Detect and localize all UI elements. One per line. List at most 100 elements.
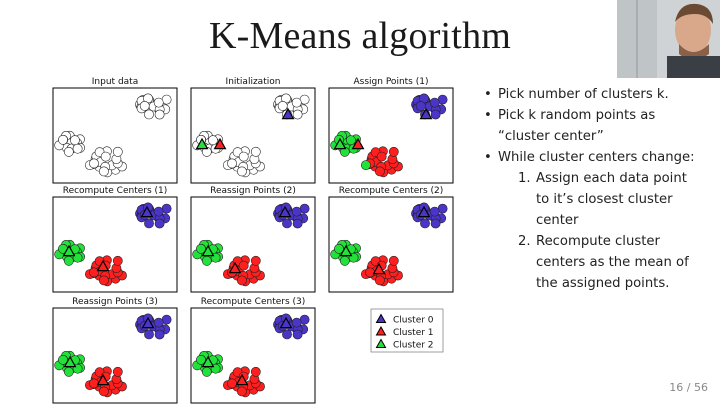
page-number: 16 / 56 [669,381,708,394]
cluster-0-center-marker [281,107,295,120]
bullet-pick-centers: Pick k random points as “cluster center” [484,105,704,147]
scatter-panel [52,87,178,184]
legend-label: Cluster 2 [393,341,434,351]
cluster-2-center-marker [201,244,215,257]
data-point [250,255,261,266]
data-point [144,109,154,120]
data-point [99,275,109,286]
cluster-0-center-marker [417,205,431,218]
data-point [69,135,80,146]
data-point [429,206,440,217]
data-point [154,329,165,340]
cluster-2-center-marker [195,137,209,150]
data-point [334,243,344,254]
presenter-image [617,0,720,78]
sub-step-recompute-text: Recompute cluster centers as the mean of… [536,234,689,291]
data-point [154,109,165,120]
data-point [250,146,261,157]
cluster-2-center-marker [339,244,353,257]
scatter-panel [190,307,316,404]
legend-marker [375,313,387,323]
cluster-2-center-marker [63,355,77,368]
data-point [339,255,350,266]
cluster-0-center-marker [141,316,155,329]
cluster-1-center-marker [235,373,249,386]
data-point [238,260,249,271]
legend-marker [375,325,387,336]
cluster-1-center-marker [96,259,110,272]
sub-step-recompute-number: 2. [518,234,531,249]
data-point [292,109,303,120]
panel-caption-initialization: Initialization [225,77,281,87]
data-point [227,158,237,169]
scatter-panel [52,196,178,293]
cluster-1-center-marker [372,262,386,275]
data-point [99,386,109,397]
data-point [144,218,154,229]
data-point [112,255,123,266]
data-point [430,218,441,229]
panel-caption-recompute-centers-3: Recompute Centers (3) [200,297,306,307]
data-point [277,100,288,111]
cluster-1-center-marker [96,373,110,386]
data-point [238,151,249,162]
cluster-2-center-marker [201,355,215,368]
panel-caption-reassign-points-2: Reassign Points (2) [210,186,296,196]
data-point [250,366,261,377]
data-point [144,329,154,340]
cluster-0-center-marker [419,107,433,120]
data-point [365,267,375,278]
data-point [112,366,123,377]
data-point [63,146,74,157]
data-point [237,386,247,397]
data-point [237,275,247,286]
panel-caption-reassign-points-3: Reassign Points (3) [72,297,158,307]
sub-step-assign: 1.Assign each data point to it’s closest… [518,168,704,231]
data-point [153,317,164,328]
slide-title: K-Means algorithm [208,15,512,57]
data-point [207,135,218,146]
scatter-panel [328,87,454,184]
data-point [415,100,426,111]
data-point [429,97,440,108]
sub-step-recompute: 2. Recompute cluster centers as the mean … [518,231,704,294]
sub-step-assign-number: 1. [518,171,531,186]
data-point [282,329,292,340]
data-point [291,206,302,217]
legend-marker [375,338,387,348]
data-point [291,97,302,108]
panel-caption-assign-points-1: Assign Points (1) [353,77,429,87]
data-point [153,97,164,108]
scatter-panel [190,87,316,184]
scatter-panel [328,196,454,293]
cluster-0-center-marker [278,205,292,218]
data-point [154,218,165,229]
legend-label: Cluster 1 [393,328,434,338]
cluster-2-center-marker [62,244,76,257]
data-point [89,378,99,389]
data-point [201,255,212,266]
cluster-1-center-marker [351,137,365,150]
cluster-0-center-marker [279,316,293,329]
data-point [291,317,302,328]
bullet-list: Pick number of clusters k. Pick k random… [484,84,704,294]
scatter-panel [52,307,178,404]
scatter-panel [190,196,316,293]
data-point [375,166,385,177]
data-point [292,329,303,340]
data-point [282,218,292,229]
data-point [420,218,430,229]
data-point [112,146,123,157]
data-point [237,166,247,177]
data-point [196,243,206,254]
cluster-1-center-marker [228,261,242,274]
cluster-0-center-marker [140,205,154,218]
bullet-while-change: While cluster centers change: 1.Assign e… [484,147,704,294]
data-point [153,206,164,217]
panel-caption-recompute-centers-2: Recompute Centers (2) [338,186,444,196]
data-point [72,143,83,154]
data-point [89,267,99,278]
data-point [388,146,399,157]
data-point [345,135,356,146]
